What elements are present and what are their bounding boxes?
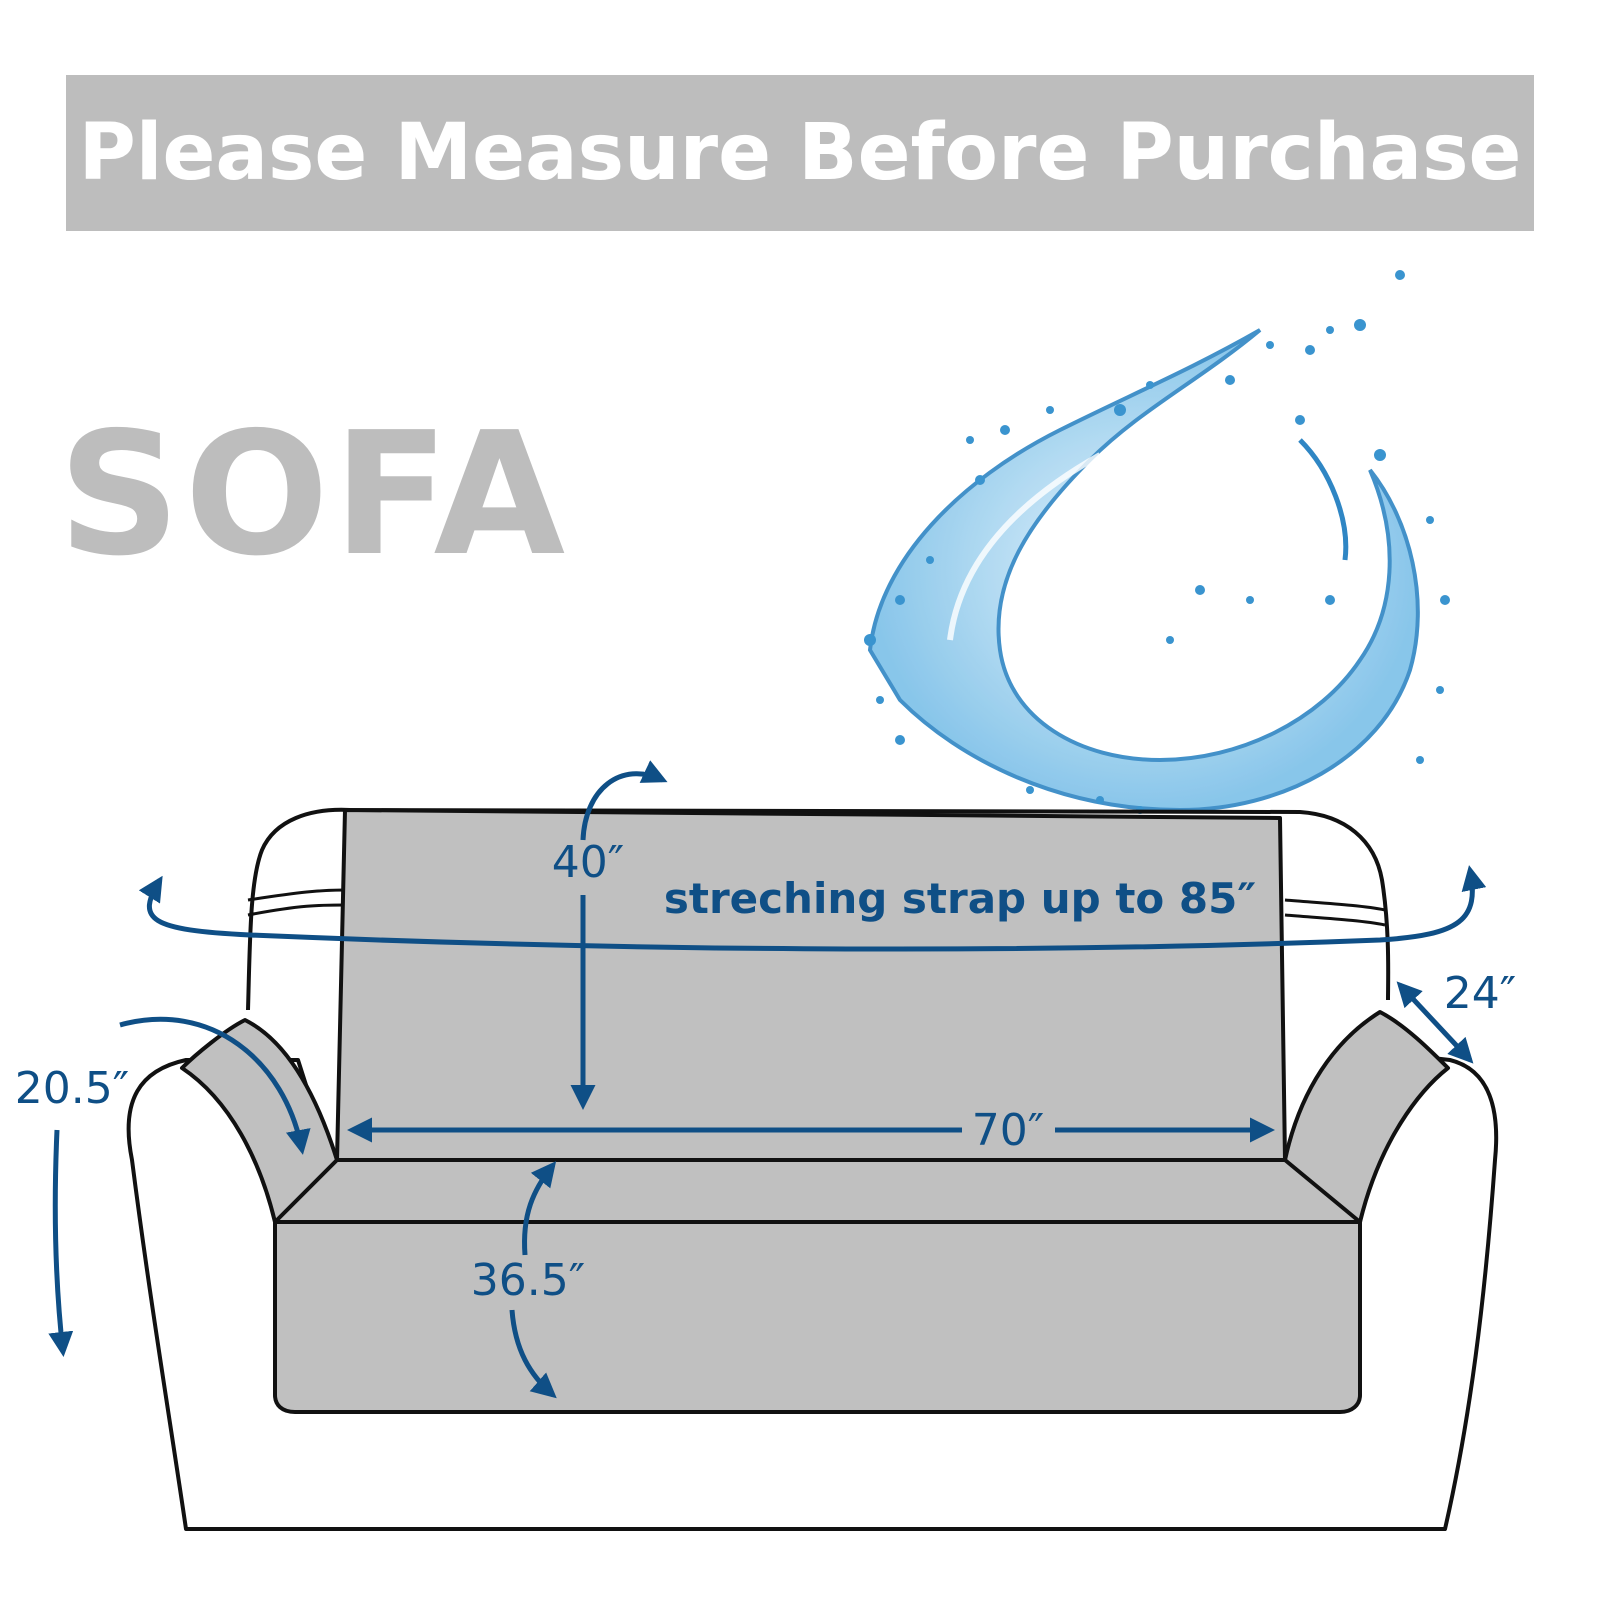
seat-depth-arrow-top — [522, 1161, 557, 1256]
header-banner: Please Measure Before Purchase — [66, 75, 1534, 231]
product-label: SOFA — [58, 396, 570, 594]
arm-height-label: 20.5″ — [15, 1063, 129, 1114]
arm-height-arrow-top — [119, 1016, 311, 1155]
back-height-arrow-top — [580, 760, 668, 841]
measurement-arrows — [48, 760, 1487, 1399]
arm-height-arrow-bottom — [48, 1129, 74, 1357]
water-splash-icon — [864, 270, 1450, 814]
back-height-label: 40″ — [552, 837, 624, 888]
arm-depth-arrow — [1396, 981, 1474, 1064]
banner-title: Please Measure Before Purchase — [78, 108, 1522, 198]
arm-depth-label: 24″ — [1444, 968, 1516, 1019]
strap-label: streching strap up to 85″ — [664, 874, 1256, 923]
seat-depth-arrow-bottom — [509, 1309, 557, 1399]
seat-width-label: 70″ — [972, 1105, 1044, 1156]
seat-depth-label: 36.5″ — [471, 1255, 585, 1306]
strap-arrow — [138, 865, 1487, 952]
